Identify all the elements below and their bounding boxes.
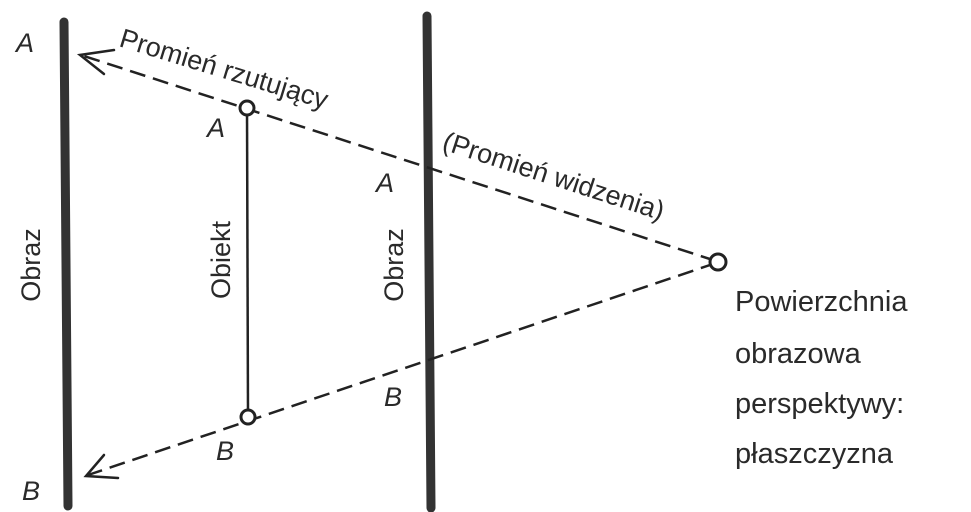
object-point-b <box>239 408 257 426</box>
label-obraz-left: Obraz <box>16 228 46 302</box>
label-obiekt: Obiekt <box>206 220 236 299</box>
caption-line-3: perspektywy: <box>735 388 904 420</box>
caption-line-1: Powierzchnia <box>735 286 908 318</box>
object-point-a <box>238 99 256 117</box>
label-a-middle: A <box>374 168 394 198</box>
projecting-ray-a <box>83 54 717 263</box>
label-a-left: A <box>14 28 34 58</box>
label-b-left: B <box>22 476 40 506</box>
label-b-middle: B <box>384 382 402 412</box>
label-a-object: A <box>205 113 225 143</box>
arrowhead-b <box>83 453 120 480</box>
eye-point <box>708 252 728 272</box>
object-segment <box>245 107 250 418</box>
projecting-ray-b <box>87 261 717 477</box>
arrowhead-a <box>76 48 116 76</box>
caption-line-4: płaszczyzna <box>735 438 894 470</box>
caption-line-2: obrazowa <box>735 338 862 370</box>
middle-image-plane <box>422 11 436 512</box>
label-b-object: B <box>216 436 234 466</box>
label-obraz-middle: Obraz <box>379 228 409 302</box>
left-image-plane <box>59 17 73 511</box>
label-line-of-sight: (Promień widzenia) <box>439 126 668 226</box>
